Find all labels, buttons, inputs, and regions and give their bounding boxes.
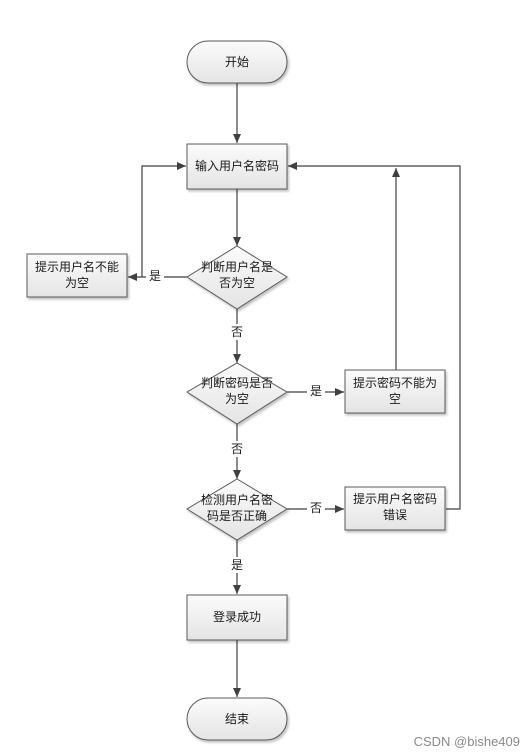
- nodes: 开始 输入用户名密码 判断用户名是 否为空 提示用户名不能 为空 判断密码是否 …: [26, 40, 446, 741]
- check-password-line1: 判断密码是否: [201, 375, 273, 390]
- label-username-empty-no: 否: [231, 325, 243, 339]
- end-terminal: 结束: [186, 697, 288, 741]
- edge-prompt-username-to-input: [141, 162, 186, 277]
- input-credentials-process: 输入用户名密码: [186, 143, 288, 190]
- start-label: 开始: [225, 55, 249, 69]
- prompt-username-line1: 提示用户名不能: [35, 259, 119, 274]
- check-password-empty-decision: 判断密码是否 为空: [186, 362, 288, 425]
- check-password-line2: 为空: [225, 392, 249, 406]
- login-success-label: 登录成功: [213, 609, 261, 624]
- end-label: 结束: [225, 712, 249, 726]
- verify-line2: 码是否正确: [207, 509, 267, 523]
- label-credentials-wrong: 否: [310, 501, 322, 515]
- watermark: CSDN @bishe409: [413, 734, 520, 749]
- verify-credentials-decision: 检测用户名密 码是否正确: [186, 478, 288, 541]
- label-username-empty-yes: 是: [149, 269, 161, 283]
- edge-prompt-wrong-to-input: [288, 162, 461, 510]
- check-username-line2: 否为空: [219, 276, 255, 290]
- prompt-password-line1: 提示密码不能为: [353, 375, 437, 390]
- prompt-password-line2: 空: [389, 392, 401, 406]
- label-password-empty-no: 否: [231, 442, 243, 456]
- check-username-line1: 判断用户名是: [201, 259, 273, 274]
- login-success-process: 登录成功: [186, 594, 288, 641]
- prompt-username-line2: 为空: [65, 276, 89, 290]
- input-credentials-label: 输入用户名密码: [195, 158, 279, 173]
- label-password-empty-yes: 是: [310, 384, 322, 398]
- prompt-wrong-line1: 提示用户名密码: [353, 491, 437, 506]
- prompt-password-empty-process: 提示密码不能为 空: [344, 369, 446, 414]
- label-credentials-ok: 是: [231, 558, 243, 572]
- prompt-credentials-wrong-process: 提示用户名密码 错误: [344, 486, 446, 531]
- start-terminal: 开始: [186, 40, 288, 84]
- edge-labels: 是 否 是 否 否 是: [146, 268, 325, 573]
- check-username-empty-decision: 判断用户名是 否为空: [186, 245, 288, 310]
- verify-line1: 检测用户名密: [201, 492, 273, 507]
- prompt-wrong-line2: 错误: [383, 508, 407, 522]
- prompt-username-empty-process: 提示用户名不能 为空: [26, 253, 128, 298]
